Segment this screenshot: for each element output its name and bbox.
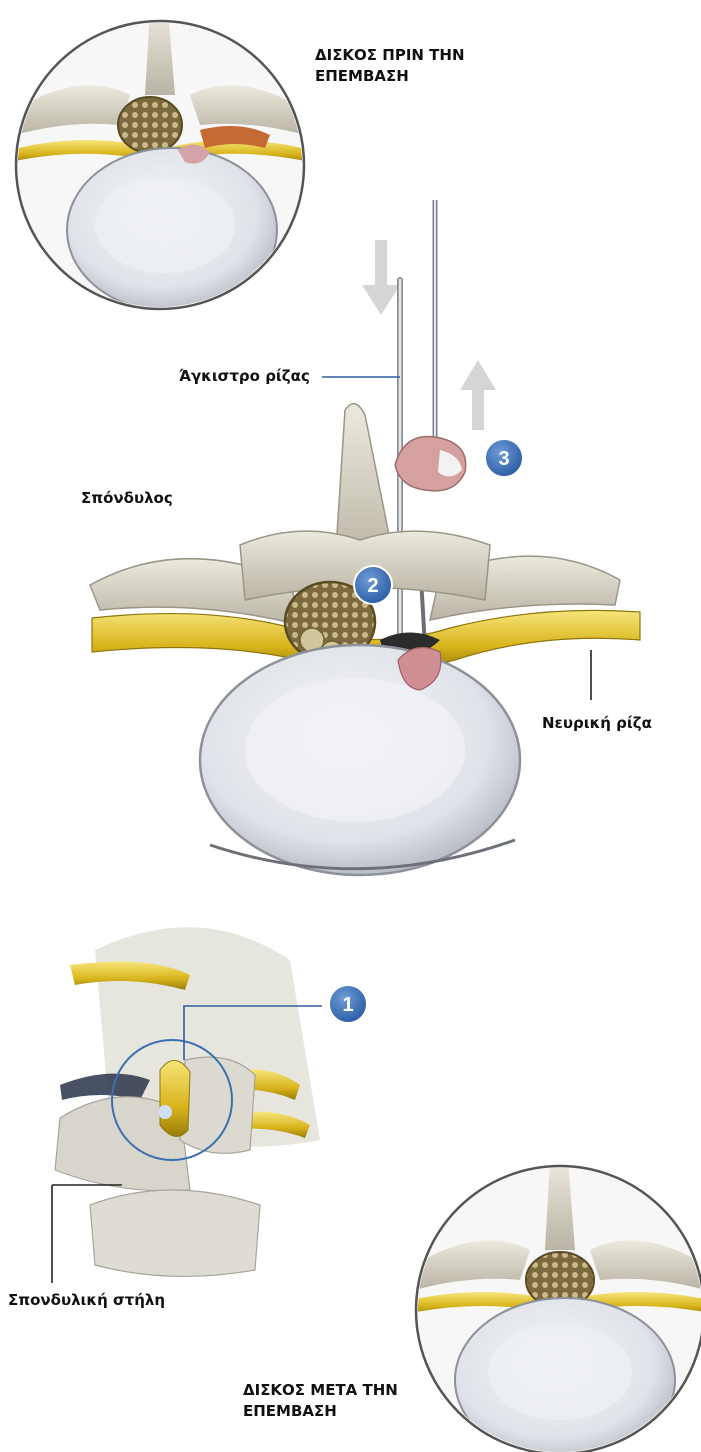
before-title: ΔΙΣΚΟΣ ΠΡΙΝ ΤΗΝ ΕΠΕΜΒΑΣΗ xyxy=(315,45,535,87)
nerve-root-label: Νευρική ρίζα xyxy=(542,713,652,734)
spinal-column-label: Σπονδυλική στήλη xyxy=(8,1290,165,1311)
root-hook-label: Άγκιστρο ρίζας xyxy=(179,366,310,387)
step-1-number: 1 xyxy=(342,994,353,1016)
step-3-number: 3 xyxy=(498,448,509,470)
vertebra-illustration xyxy=(90,404,640,875)
step-2-number: 2 xyxy=(367,575,378,597)
arrow-down-icon xyxy=(362,240,400,315)
step-badge-1: 1 xyxy=(329,985,367,1023)
vertebra-label: Σπόνδυλος xyxy=(81,488,173,509)
spinal-column-illustration xyxy=(55,927,320,1276)
step-badge-3: 3 xyxy=(485,439,523,477)
after-title: ΔΙΣΚΟΣ ΜΕΤΑ ΤΗΝ ΕΠΕΜΒΑΣΗ xyxy=(243,1380,463,1422)
before-disc-illustration xyxy=(10,10,310,312)
arrow-up-icon xyxy=(460,360,496,430)
step-badge-2: 2 xyxy=(354,566,392,604)
